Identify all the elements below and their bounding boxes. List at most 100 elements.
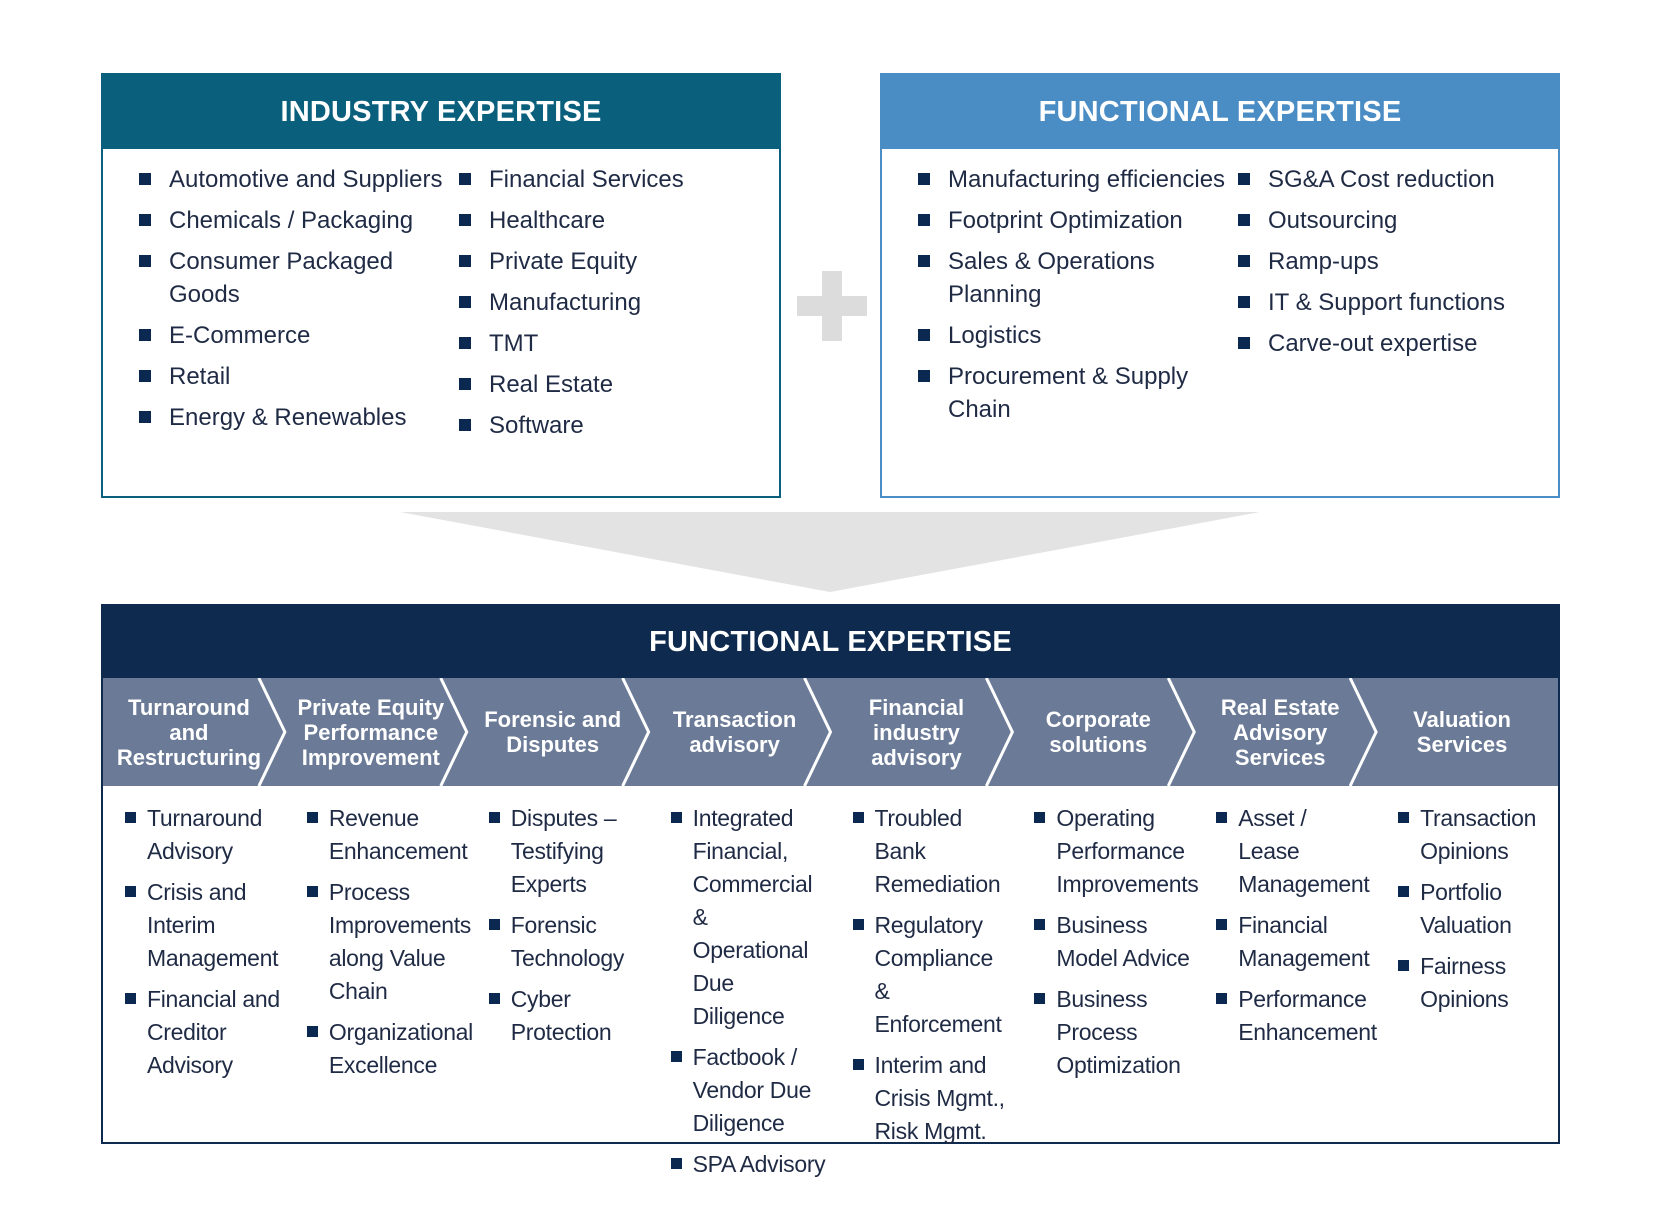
square-bullet-icon [1216,993,1228,1004]
square-bullet-icon [1034,812,1046,823]
square-bullet-icon [459,419,471,431]
functional-item-label: IT & Support functions [1268,289,1506,316]
square-bullet-icon [125,812,136,823]
square-bullet-icon [918,255,930,267]
service-item-label: SPA Advisory [692,1151,826,1177]
industry-item-label: Financial Services [489,166,684,193]
square-bullet-icon [459,337,471,349]
service-item-label: Asset / Lease Management [1238,805,1370,897]
square-bullet-icon [1216,812,1228,823]
industry-item-label: Software [489,412,584,439]
service-item-label: Interim and Crisis Mgmt., Risk Mgmt. [874,1052,1006,1144]
service-item-list: Integrated Financial, Commercial & Opera… [670,802,827,1181]
service-item: Process Improvements along Value Chain [306,876,471,1008]
industry-item-label: Automotive and Suppliers [169,166,443,193]
square-bullet-icon [459,378,471,390]
service-item: Forensic Technology [488,909,645,975]
service-item: Business Model Advice [1034,909,1190,975]
industry-item: Financial Services [459,163,749,196]
functional-item: SG&A Cost reduction [1238,163,1528,196]
square-bullet-icon [852,1059,864,1070]
plus-icon [797,271,867,341]
service-chevron-label: Turnaround and Restructuring [116,694,262,770]
functional-item-label: Outsourcing [1268,207,1398,234]
service-column: Integrated Financial, Commercial & Opera… [670,802,827,1189]
functional-item: Footprint Optimization [918,204,1238,237]
service-item-label: Integrated Financial, Commercial & Opera… [692,805,813,1029]
square-bullet-icon [306,1026,318,1037]
square-bullet-icon [139,370,151,382]
service-item-label: Process Improvements along Value Chain [328,879,471,1004]
industry-item: E-Commerce [139,319,459,352]
service-item: Performance Enhancement [1216,983,1377,1049]
square-bullet-icon [918,370,930,382]
chevron-divider [1348,678,1378,786]
square-bullet-icon [1238,296,1250,308]
industry-item: Private Equity [459,245,749,278]
square-bullet-icon [459,173,471,185]
service-chevron-label: Real Estate Advisory Services [1220,694,1340,770]
service-item-label: Regulatory Compliance & Enforcement [874,912,1002,1037]
service-item: Crisis and Interim Management [125,876,281,975]
service-item: Financial and Creditor Advisory [125,983,281,1082]
service-chevron-label: Financial industry advisory [868,694,965,770]
square-bullet-icon [852,919,864,930]
square-bullet-icon [139,214,151,226]
square-bullet-icon [488,919,500,930]
functional-item: Carve-out expertise [1238,327,1528,360]
square-bullet-icon [1034,993,1046,1004]
industry-item-label: E-Commerce [169,322,311,349]
functional-item: Logistics [918,319,1238,352]
square-bullet-icon [670,812,682,823]
industry-item: Software [459,409,749,442]
functional-item-label: Sales & Operations Planning [948,248,1155,308]
service-item-label: Forensic Technology [510,912,625,971]
industry-item-label: Healthcare [489,207,606,234]
service-item: Organizational Excellence [306,1016,473,1082]
square-bullet-icon [918,214,930,226]
service-item: Transaction Opinions [1398,802,1554,868]
chevron-divider [257,678,287,786]
service-item: Turnaround Advisory [125,802,281,868]
functional-item-label: Ramp-ups [1268,248,1379,275]
industry-item-label: Retail [169,363,231,390]
service-chevron-label: Private Equity Performance Improvement [297,694,445,770]
functional-item: Outsourcing [1238,204,1528,237]
square-bullet-icon [488,993,500,1004]
industry-item-label: Energy & Renewables [169,404,407,431]
service-item-label: Business Model Advice [1056,912,1190,971]
square-bullet-icon [306,886,318,897]
functional-item: Ramp-ups [1238,245,1528,278]
service-item-label: Financial Management [1238,912,1370,971]
service-item-label: Performance Enhancement [1238,986,1377,1045]
industry-item-label: Consumer Packaged Goods [169,248,394,308]
square-bullet-icon [125,886,136,897]
service-chevron-label: Valuation Services [1413,707,1511,757]
service-chevron-label: Forensic and Disputes [484,707,622,757]
functional-item: Manufacturing efficiencies [918,163,1238,196]
square-bullet-icon [1238,214,1250,226]
square-bullet-icon [139,255,151,267]
square-bullet-icon [459,255,471,267]
square-bullet-icon [459,214,471,226]
square-bullet-icon [1398,812,1410,823]
industry-item: Real Estate [459,368,749,401]
industry-item-label: Private Equity [489,248,638,275]
square-bullet-icon [1398,960,1410,971]
chevron-divider [985,678,1015,786]
service-item-label: Fairness Opinions [1420,953,1509,1012]
industry-item: Manufacturing [459,286,749,319]
